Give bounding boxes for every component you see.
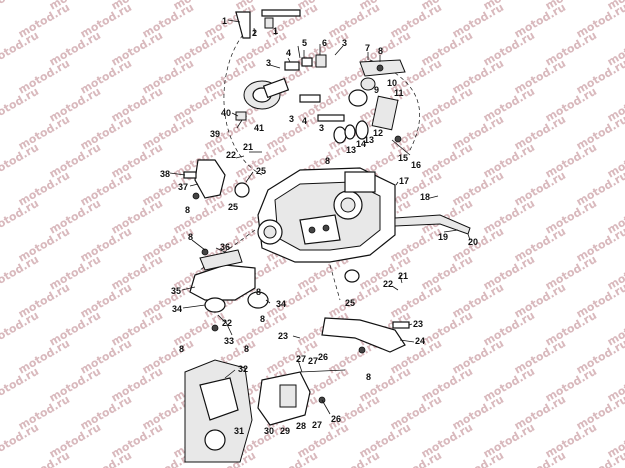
callout-label: 3 <box>319 123 324 133</box>
callout-label: 17 <box>399 176 409 186</box>
watermark-text: motod.ru <box>264 449 320 468</box>
watermark-text: motod.ru <box>574 449 625 468</box>
watermark-text: motod.ru <box>78 449 134 468</box>
callout-label: 40 <box>221 108 231 118</box>
callout-label: 4 <box>302 116 307 126</box>
callout-label: 27 <box>308 356 318 366</box>
callout-label: 3 <box>266 58 271 68</box>
callout-label: 21 <box>398 271 408 281</box>
callout-label: 18 <box>420 192 430 202</box>
callout-label: 13 <box>346 145 356 155</box>
callout-label: 34 <box>172 304 182 314</box>
callout-label: 26 <box>331 414 341 424</box>
callout-label: 22 <box>383 279 393 289</box>
callout-label: 25 <box>228 202 238 212</box>
watermark-text: motod.ru <box>512 449 568 468</box>
callout-label: 8 <box>185 205 190 215</box>
callout-label: 7 <box>365 43 370 53</box>
callout-label: 8 <box>366 372 371 382</box>
callout-label: 22 <box>226 150 236 160</box>
callout-label: 6 <box>322 38 327 48</box>
callout-label: 3 <box>342 38 347 48</box>
callout-label: 5 <box>302 38 307 48</box>
callout-label: 1 <box>222 16 227 26</box>
callout-label: 8 <box>260 314 265 324</box>
callout-label: 15 <box>398 153 408 163</box>
callout-label: 35 <box>171 286 181 296</box>
watermark-text: motod.ru <box>450 449 506 468</box>
callout-label: 28 <box>296 421 306 431</box>
callout-label: 36 <box>220 242 230 252</box>
watermark-text: motod.ru <box>16 449 72 468</box>
callout-label: 41 <box>254 123 264 133</box>
callout-label: 4 <box>286 48 291 58</box>
callout-label: 27 <box>312 420 322 430</box>
callout-label: 20 <box>468 237 478 247</box>
callout-label: 29 <box>280 426 290 436</box>
callout-label: 14 <box>356 139 366 149</box>
callout-label: 25 <box>345 298 355 308</box>
callout-label: 33 <box>224 336 234 346</box>
callout-label: 12 <box>373 128 383 138</box>
callout-label: 19 <box>438 232 448 242</box>
callout-label: 8 <box>256 287 261 297</box>
callout-label: 27 <box>296 354 306 364</box>
callout-label: 8 <box>179 344 184 354</box>
callout-label: 26 <box>318 352 328 362</box>
callout-label: 39 <box>210 129 220 139</box>
callout-label: 23 <box>413 319 423 329</box>
callout-label: 8 <box>244 344 249 354</box>
callout-label: 11 <box>394 88 404 98</box>
callout-label: 2 <box>252 28 257 38</box>
callout-label: 25 <box>256 166 266 176</box>
callout-label: 1 <box>273 26 278 36</box>
callout-label: 24 <box>415 336 425 346</box>
watermark-text: motod.ru <box>326 449 382 468</box>
callout-label: 3 <box>289 114 294 124</box>
callout-label: 8 <box>325 156 330 166</box>
engine-assembly <box>183 9 471 463</box>
callout-label: 16 <box>411 160 421 170</box>
callout-label: 9 <box>374 85 379 95</box>
callout-label: 32 <box>238 364 248 374</box>
callout-layer: 1 2 1 5 6 3 4 3 7 8 9 10 11 3 4 3 12 13 … <box>160 16 478 436</box>
callout-label: 34 <box>276 299 286 309</box>
callout-label: 8 <box>378 46 383 56</box>
callout-label: 23 <box>278 331 288 341</box>
callout-label: 21 <box>243 142 253 152</box>
leader-lines <box>169 19 471 379</box>
watermark-text: motod.ru <box>0 0 41 13</box>
callout-label: 13 <box>364 135 374 145</box>
callout-label: 30 <box>264 426 274 436</box>
callout-label: 31 <box>234 426 244 436</box>
callout-label: 37 <box>178 182 188 192</box>
callout-label: 8 <box>188 232 193 242</box>
callout-label: 38 <box>160 169 170 179</box>
watermark-text: motod.ru <box>388 449 444 468</box>
callout-label: 22 <box>222 318 232 328</box>
callout-label: 10 <box>387 78 397 88</box>
